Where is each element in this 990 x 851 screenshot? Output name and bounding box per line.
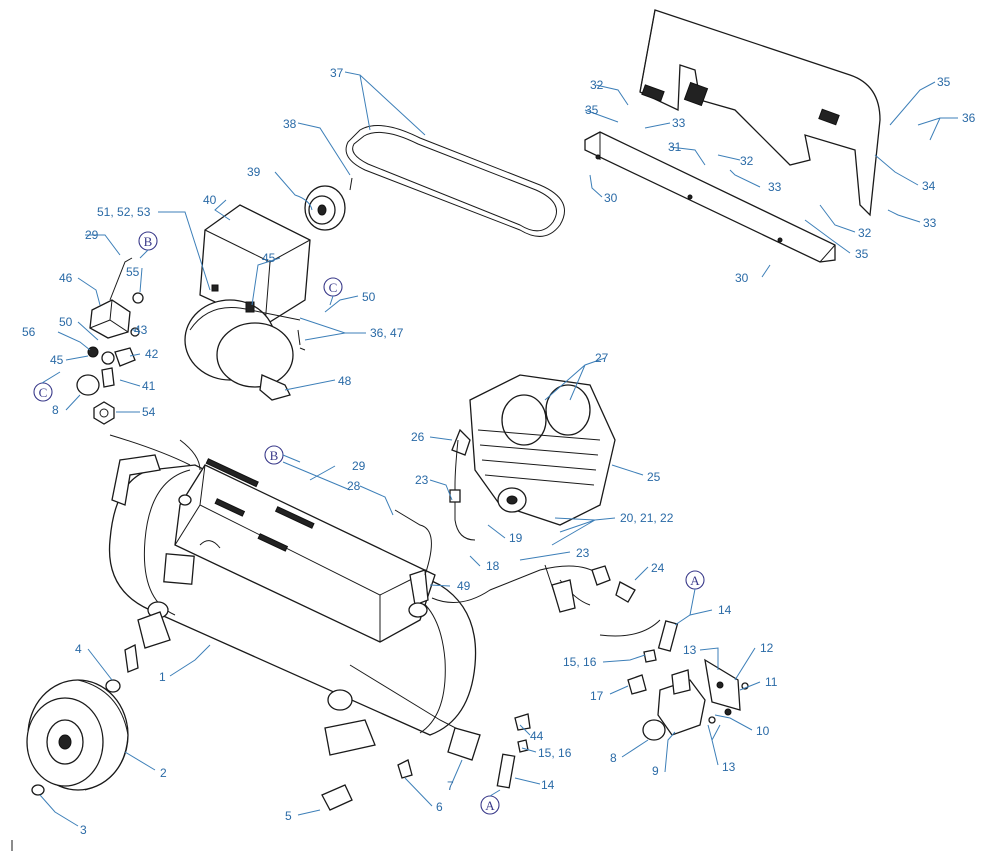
label-27: 27 [595,351,609,365]
label-45-switch: 45 [50,353,64,367]
label-6: 6 [436,800,443,814]
label-14-top: 14 [718,603,732,617]
label-28: 28 [347,479,361,493]
label-46: 46 [59,271,73,285]
label-13-top: 13 [683,643,697,657]
motor-pulley [304,177,353,231]
electric-motor [184,204,311,401]
label-38: 38 [283,117,297,131]
label-23-top: 23 [415,473,429,487]
small-parts [321,620,679,811]
label-51-52-53: 51, 52, 53 [97,205,151,219]
v-belt [345,125,565,237]
label-8-regulator: 8 [610,751,617,765]
label-33-left: 33 [672,116,686,130]
label-39: 39 [247,165,261,179]
label-15-16-bottom: 15, 16 [538,746,572,760]
label-8-switch: 8 [52,403,59,417]
label-42: 42 [145,347,159,361]
label-18: 18 [486,559,500,573]
label-31: 31 [668,140,682,154]
label-50-switch: 50 [59,315,73,329]
callout-b-tank-text: B [270,448,279,463]
label-29-tank: 29 [352,459,366,473]
label-17: 17 [590,689,604,703]
callout-c-motor-text: C [329,280,338,295]
label-35-bottom: 35 [855,247,869,261]
label-44: 44 [530,729,544,743]
label-33-right: 33 [923,216,937,230]
label-2: 2 [160,766,167,780]
label-37: 37 [330,66,344,80]
label-5: 5 [285,809,292,823]
label-36: 36 [962,111,976,125]
label-49: 49 [457,579,471,593]
callout-b-top: B [138,231,158,251]
label-9: 9 [652,764,659,778]
label-11: 11 [765,675,778,689]
callout-a-regulator: A [685,570,705,590]
label-12: 12 [760,641,774,655]
label-40: 40 [203,193,217,207]
callout-b-tank: B [264,445,284,465]
label-20-21-22: 20, 21, 22 [620,511,674,525]
label-1: 1 [159,670,166,684]
label-24: 24 [651,561,665,575]
label-48: 48 [338,374,352,388]
label-35-left: 35 [585,103,599,117]
label-3: 3 [80,823,87,837]
label-23-bottom: 23 [576,546,590,560]
label-7: 7 [447,779,454,793]
pressure-switch-assembly [76,257,144,425]
callout-bubbles: B B C C A A [33,231,705,815]
label-15-16-top: 15, 16 [563,655,597,669]
label-45-motor: 45 [262,251,276,265]
label-41: 41 [142,379,156,393]
callout-c-switch-text: C [39,385,48,400]
label-32-center: 32 [740,154,754,168]
label-34: 34 [922,179,936,193]
label-32-right: 32 [858,226,872,240]
label-36-47: 36, 47 [370,326,404,340]
callout-c-switch: C [33,382,53,402]
label-35-top: 35 [937,75,951,89]
label-54: 54 [142,405,156,419]
regulator-assembly [627,649,749,741]
leader-lines [39,71,958,827]
label-43: 43 [134,323,148,337]
wheel [26,644,139,796]
label-29-top: 29 [85,228,99,242]
label-50-motor: 50 [362,290,376,304]
callout-c-motor: C [323,277,343,297]
label-14-bottom: 14 [541,778,555,792]
callout-a-regulator-text: A [690,573,700,588]
label-10: 10 [756,724,770,738]
compressor-pump [451,374,616,526]
air-tank [108,454,477,756]
label-26: 26 [411,430,425,444]
callout-b-top-text: B [144,234,153,249]
label-32-left: 32 [590,78,604,92]
label-25: 25 [647,470,661,484]
guard-bracket [584,131,836,263]
label-56: 56 [22,325,36,339]
belt-guard [639,9,881,217]
label-4: 4 [75,642,82,656]
label-19: 19 [509,531,523,545]
label-30-bottom: 30 [735,271,749,285]
label-55: 55 [126,265,140,279]
label-13-bottom: 13 [722,760,736,774]
part-labels: 1 2 3 4 5 6 7 8 8 9 10 11 12 13 13 14 14… [22,66,976,837]
label-30-left: 30 [604,191,618,205]
drain-and-tubes [109,434,661,761]
callout-a-drain: A [480,795,500,815]
label-33-center: 33 [768,180,782,194]
callout-a-drain-text: A [485,798,495,813]
